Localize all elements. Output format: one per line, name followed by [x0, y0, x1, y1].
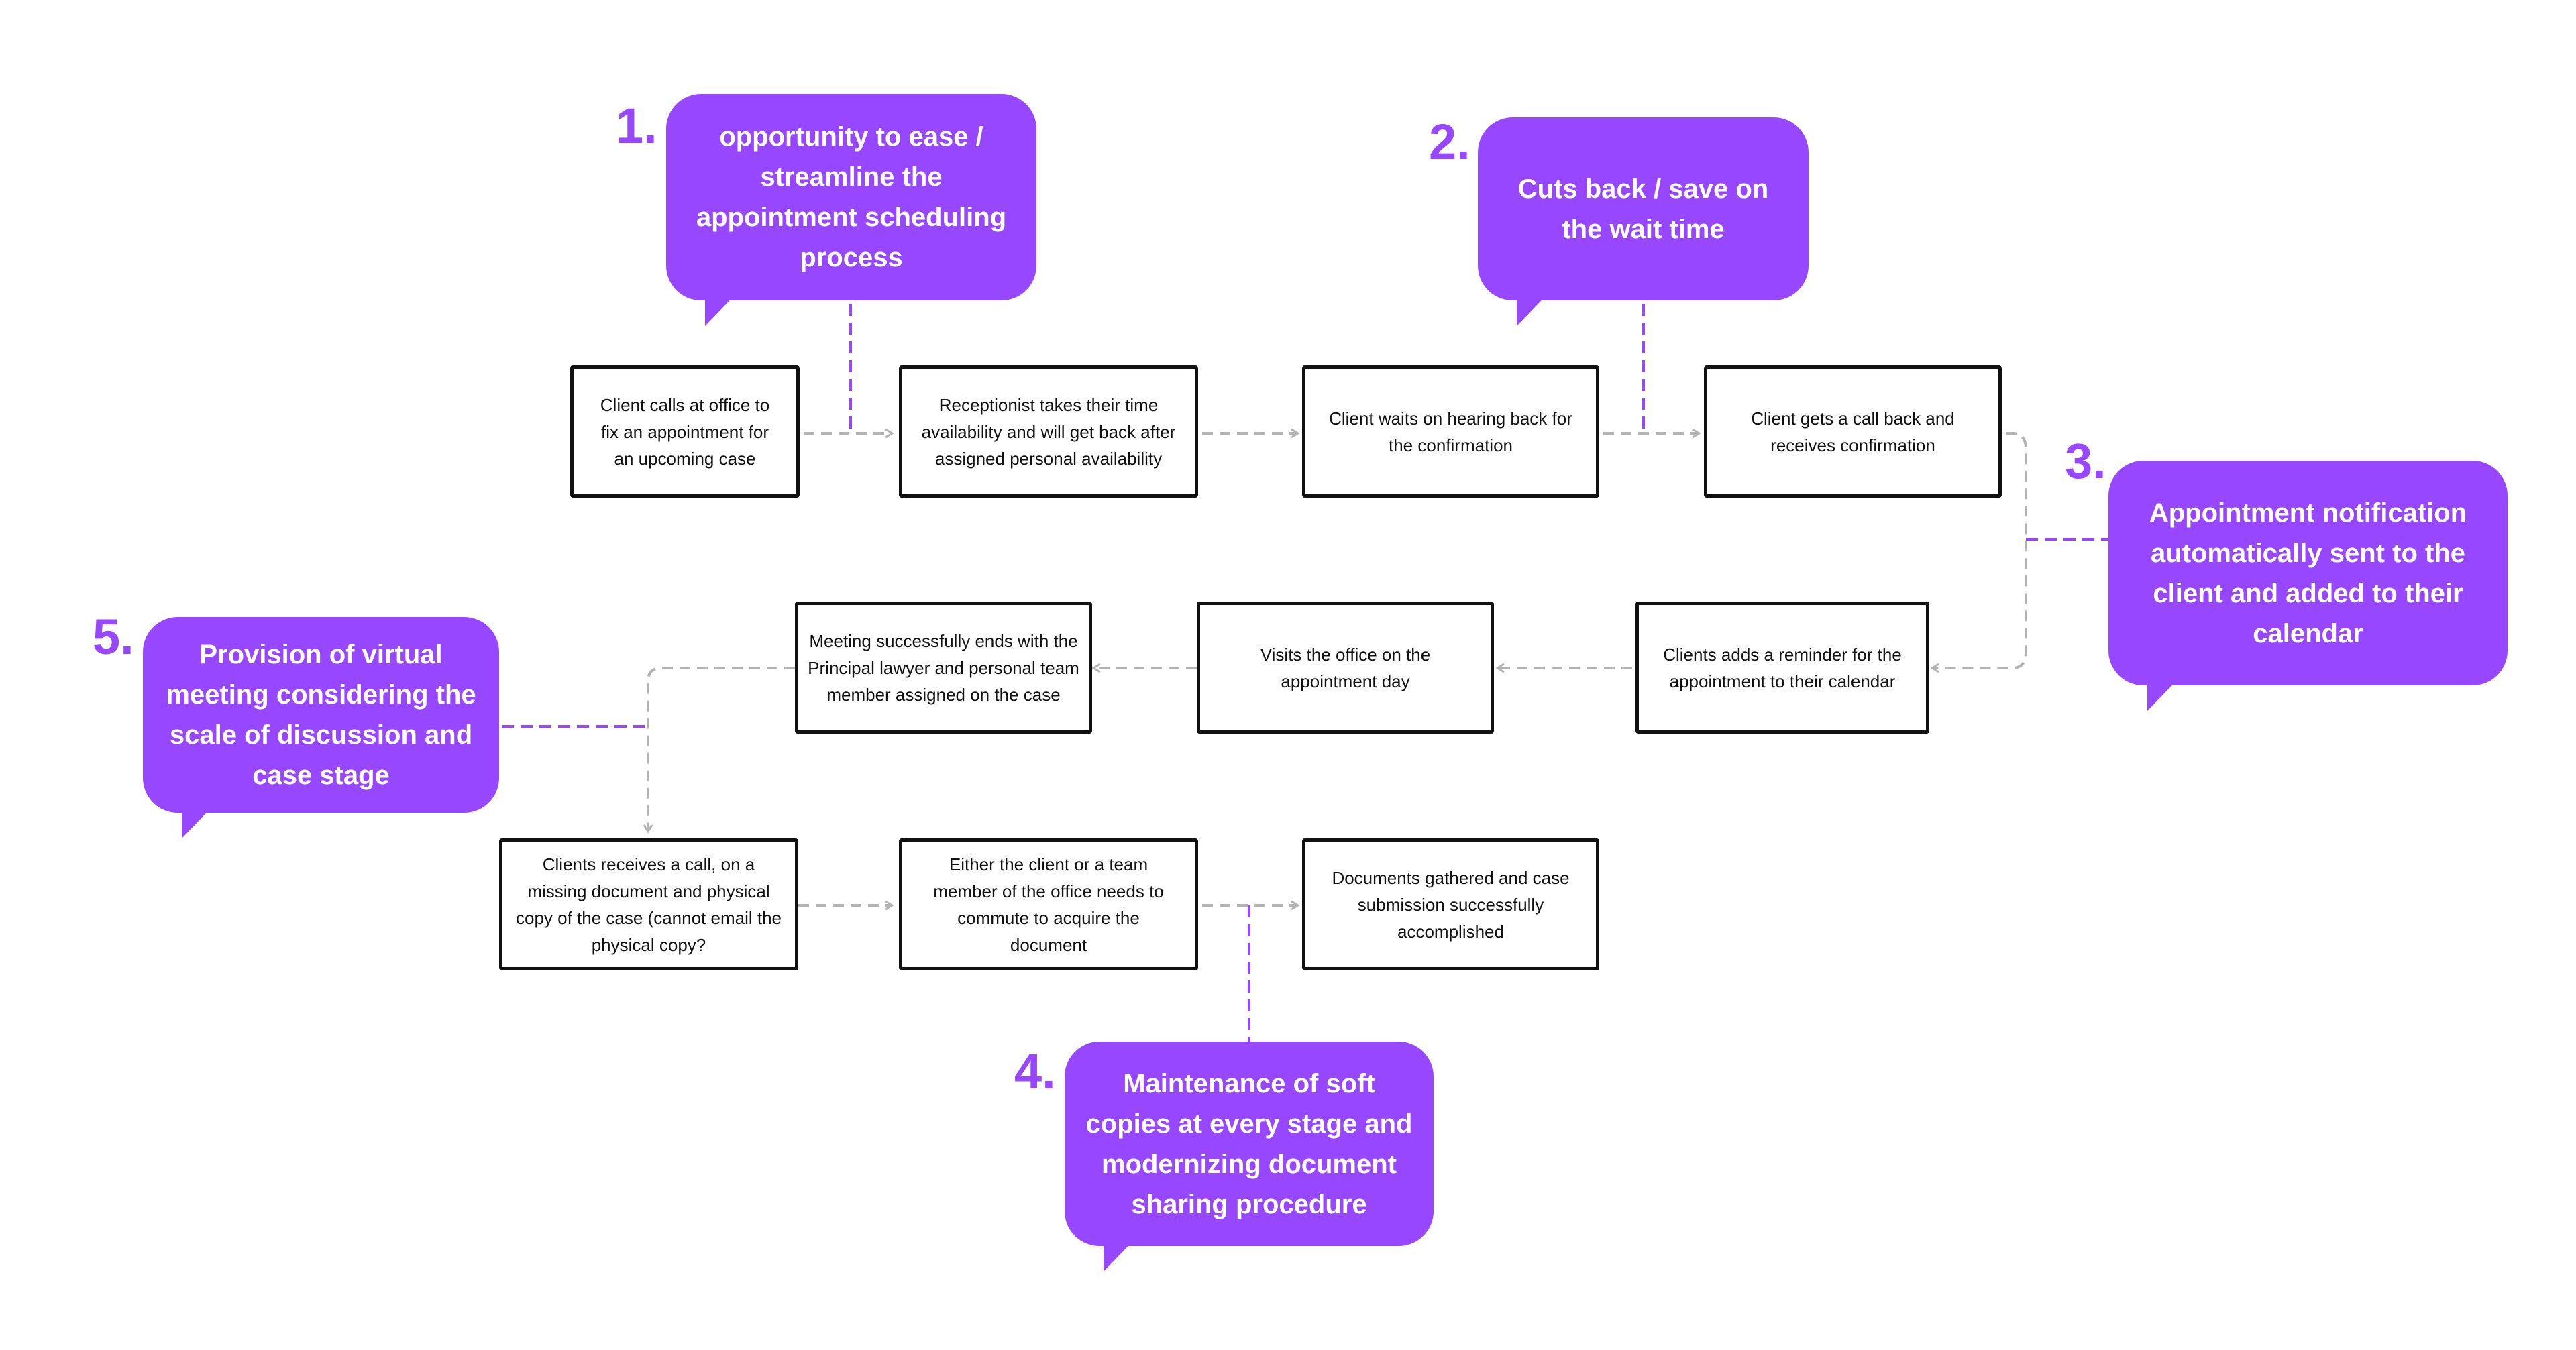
step-box-call-office: Client calls at office to fix an appoint…	[570, 365, 800, 498]
opportunity-text-4: Maintenance of soft copies at every stag…	[1085, 1068, 1413, 1219]
opportunity-text-5: Provision of virtual meeting considering…	[166, 640, 476, 790]
opportunity-bubble-2: Cuts back / save on the wait time	[1478, 117, 1809, 326]
step-box-case-submission: Documents gathered and case submission s…	[1302, 838, 1599, 970]
opportunity-number-2: 2.	[1429, 114, 1470, 170]
speech-tail	[182, 798, 221, 838]
opportunity-bubble-3: Appointment notification automatically s…	[2108, 461, 2508, 711]
speech-tail	[2147, 671, 2186, 711]
opportunity-number-3: 3.	[2065, 433, 2106, 489]
opportunity-number-5: 5.	[93, 609, 134, 665]
opportunity-bubble-4: Maintenance of soft copies at every stag…	[1065, 1042, 1434, 1272]
speech-tail	[1104, 1231, 1142, 1272]
opportunity-text-3: Appointment notification automatically s…	[2149, 498, 2467, 649]
step-box-commute-document: Either the client or a team member of th…	[899, 838, 1198, 970]
opportunity-number-1: 1.	[616, 98, 657, 154]
opportunity-bubble-5: Provision of virtual meeting considering…	[143, 617, 499, 838]
step-box-visit-office: Visits the office on the appointment day	[1197, 602, 1494, 734]
step-box-call-back: Client gets a call back and receives con…	[1704, 365, 2002, 498]
step-box-receptionist: Receptionist takes their time availabili…	[899, 365, 1198, 498]
step-box-add-reminder: Clients adds a reminder for the appointm…	[1635, 602, 1929, 734]
step-box-client-waits: Client waits on hearing back for the con…	[1302, 365, 1599, 498]
speech-tail	[705, 286, 744, 326]
arrow-s7-s8	[648, 667, 795, 832]
opportunity-number-4: 4.	[1014, 1044, 1056, 1099]
opportunity-text-1: opportunity to ease / streamline the app…	[696, 122, 1007, 272]
step-box-meeting-ends: Meeting successfully ends with the Princ…	[795, 602, 1092, 734]
speech-tail	[1517, 286, 1556, 326]
arrow-s4-s5	[1932, 432, 2027, 668]
opportunity-text-2: Cuts back / save on the wait time	[1517, 174, 1769, 244]
opportunity-bubble-1: opportunity to ease / streamline the app…	[666, 94, 1036, 326]
step-box-missing-document: Clients receives a call, on a missing do…	[499, 838, 798, 970]
